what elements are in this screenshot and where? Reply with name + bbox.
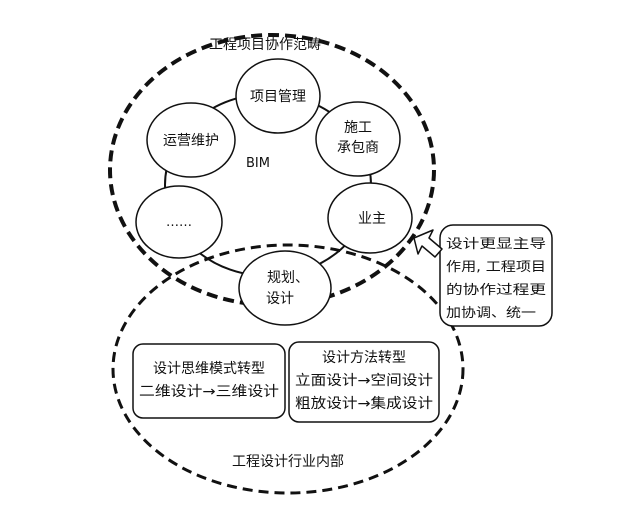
node-operation bbox=[146, 102, 236, 178]
thinking-transformation-box bbox=[132, 343, 286, 419]
thinking-box-line2: 二维设计→三维设计 bbox=[139, 384, 279, 400]
outer-top-label: 工程项目协作范畴 bbox=[209, 36, 321, 53]
method-box-line2: 立面设计→空间设计 bbox=[295, 373, 433, 389]
callout-line-1: 设计更显主导 bbox=[446, 237, 546, 252]
node-contractor bbox=[315, 101, 401, 177]
node-owner bbox=[327, 182, 413, 254]
callout-arrow-icon bbox=[413, 229, 443, 258]
node-owner-label: 业主 bbox=[358, 211, 386, 227]
node-planning-design bbox=[238, 250, 332, 326]
callout-line-4: 加协调、统一 bbox=[446, 306, 536, 321]
center-bim-label: BIM bbox=[246, 156, 270, 171]
node-ellipsis bbox=[135, 185, 223, 259]
node-ellipsis-label: …… bbox=[166, 215, 192, 230]
node-project-management-label: 项目管理 bbox=[250, 89, 306, 105]
thinking-box-title: 设计思维模式转型 bbox=[153, 361, 265, 377]
project-collaboration-scope-circle bbox=[108, 33, 436, 307]
node-contractor-label-line2: 承包商 bbox=[337, 140, 379, 156]
method-box-line3: 粗放设计→集成设计 bbox=[295, 395, 433, 412]
method-transformation-box bbox=[288, 341, 440, 423]
node-project-management bbox=[235, 58, 321, 134]
design-industry-scope-ellipse bbox=[111, 243, 465, 495]
node-planning-label-line2: 设计 bbox=[266, 291, 294, 307]
node-contractor-label-line1: 施工 bbox=[344, 120, 372, 136]
node-planning-label-line1: 规划、 bbox=[267, 270, 309, 286]
callout-line-3: 的协作过程更 bbox=[446, 282, 546, 298]
node-operation-label: 运营维护 bbox=[163, 133, 219, 149]
callout-line-2: 作用, 工程项目 bbox=[446, 260, 546, 275]
method-box-title: 设计方法转型 bbox=[322, 350, 406, 366]
outer-bottom-label: 工程设计行业内部 bbox=[232, 454, 344, 470]
callout-box bbox=[439, 224, 553, 327]
